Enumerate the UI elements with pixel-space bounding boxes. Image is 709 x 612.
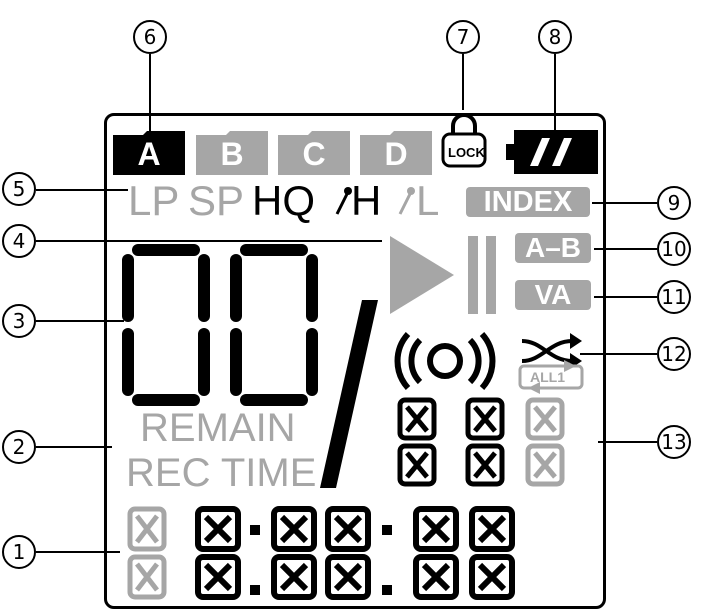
- digit-cell: [397, 397, 437, 487]
- remain-line2: REC TIME: [126, 451, 317, 495]
- callout-11: 11: [657, 280, 691, 314]
- callout-12: 12: [657, 337, 691, 371]
- leader-5: [36, 189, 128, 191]
- leader-9: [592, 202, 657, 204]
- remain-line1: REMAIN: [140, 406, 296, 450]
- broadcast-icon: [394, 331, 496, 391]
- quality-hq: HQ: [252, 177, 315, 224]
- leader-6: [149, 54, 151, 134]
- microphone-icon: [335, 187, 352, 215]
- ab-repeat-badge: A–B: [515, 232, 591, 263]
- file-number-display: [122, 244, 318, 406]
- play-pause-indicator: [390, 236, 496, 314]
- leader-12: [580, 353, 657, 355]
- voice-activation-badge: VA: [515, 279, 591, 310]
- folder-d-label: D: [384, 136, 408, 172]
- pause-icon: [468, 236, 478, 314]
- play-icon: [390, 236, 454, 314]
- folder-b: B: [196, 131, 268, 175]
- leader-4: [36, 240, 382, 242]
- callout-3: 3: [2, 304, 36, 338]
- callout-6: 6: [133, 20, 167, 54]
- leader-7: [462, 54, 464, 110]
- quality-sp: SP: [188, 177, 245, 224]
- callout-5: 5: [2, 172, 36, 206]
- total-files-display: [397, 397, 565, 487]
- leader-8: [554, 54, 556, 132]
- index-badge: INDEX: [466, 186, 590, 218]
- microphone-low-icon: [398, 187, 415, 215]
- folder-d: D: [360, 131, 432, 175]
- leader-3: [36, 320, 124, 322]
- callout-13: 13: [657, 425, 691, 459]
- slash-separator: [320, 300, 378, 488]
- folder-c-label: C: [302, 136, 326, 172]
- folder-a-label: A: [137, 136, 161, 172]
- callout-2: 2: [2, 430, 36, 464]
- time-counter-display: [127, 506, 515, 600]
- callout-8: 8: [538, 20, 572, 54]
- lock-icon: [441, 113, 487, 168]
- repeat-icon: [518, 360, 584, 394]
- leader-1: [36, 551, 120, 553]
- callout-1: 1: [2, 535, 36, 569]
- leader-11: [594, 296, 657, 298]
- lcd-frame: [104, 113, 606, 609]
- leader-2: [36, 446, 112, 448]
- lock-label: LOCK: [448, 145, 485, 160]
- callout-10: 10: [657, 232, 691, 266]
- callout-9: 9: [657, 186, 691, 220]
- mic-sensitivity-high: H: [351, 177, 382, 224]
- callout-7: 7: [446, 20, 480, 54]
- repeat-all1-label: ALL1: [530, 369, 565, 385]
- folder-b-label: B: [220, 136, 244, 172]
- folder-c: C: [278, 131, 350, 175]
- battery-icon: [506, 130, 598, 174]
- leader-13: [598, 441, 657, 443]
- folder-a: A: [113, 131, 185, 175]
- mic-sensitivity-low: L: [416, 177, 440, 224]
- callout-4: 4: [2, 224, 36, 258]
- quality-lp: LP: [128, 177, 180, 224]
- leader-10: [594, 248, 657, 250]
